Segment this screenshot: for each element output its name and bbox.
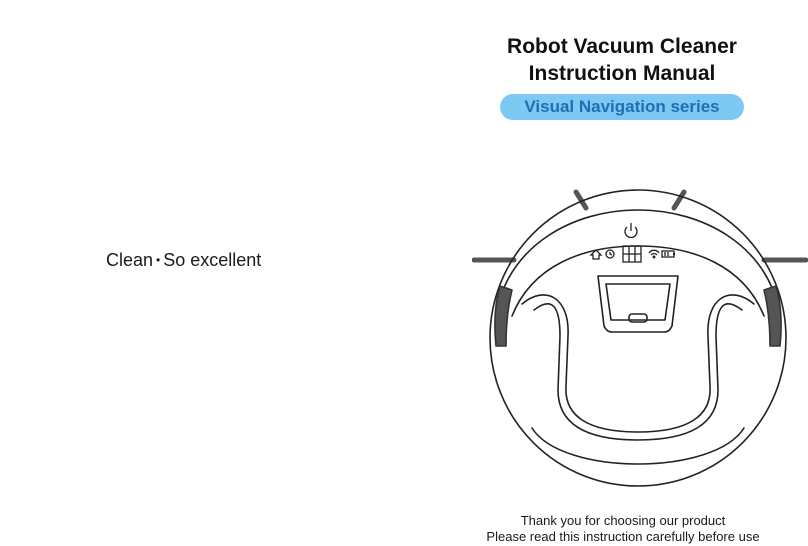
home-icon xyxy=(589,249,603,260)
dustbin-window-inner xyxy=(605,283,671,321)
slogan-left: Clean xyxy=(106,250,154,270)
robot-bottom-arc xyxy=(531,427,745,465)
u-panel-inner xyxy=(533,303,743,441)
robot-body-outer xyxy=(489,189,787,487)
u-panel-outer xyxy=(521,294,755,433)
wifi-icon xyxy=(648,249,660,259)
slogan-separator: • xyxy=(156,253,161,267)
bumper-right xyxy=(763,285,782,347)
robot-rim xyxy=(497,209,779,307)
footer-line-2: Please read this instruction carefully b… xyxy=(486,529,760,544)
control-panel xyxy=(589,223,675,263)
clock-icon xyxy=(605,249,615,259)
display-grid-icon xyxy=(622,245,642,263)
power-icon xyxy=(624,223,638,239)
footer-line-1: Thank you for choosing our product xyxy=(520,513,726,528)
dustbin-window xyxy=(597,275,679,333)
side-brush-right xyxy=(671,189,808,263)
slogan: Clean•So excellent xyxy=(106,250,261,271)
title-line-2: Instruction Manual xyxy=(528,62,716,85)
title-line-1: Robot Vacuum Cleaner xyxy=(507,35,737,58)
battery-icon xyxy=(661,250,675,258)
robot-vacuum-illustration xyxy=(472,189,808,487)
manual-title: Robot Vacuum Cleaner Instruction Manual xyxy=(470,33,774,87)
side-brush-left xyxy=(472,189,589,263)
lid-curve xyxy=(511,245,765,317)
slogan-right: So excellent xyxy=(163,250,262,270)
dustbin-latch xyxy=(628,313,648,323)
series-badge: Visual Navigation series xyxy=(500,94,744,120)
bumper-left xyxy=(494,285,513,347)
footer-notice: Thank you for choosing our product Pleas… xyxy=(470,513,776,545)
